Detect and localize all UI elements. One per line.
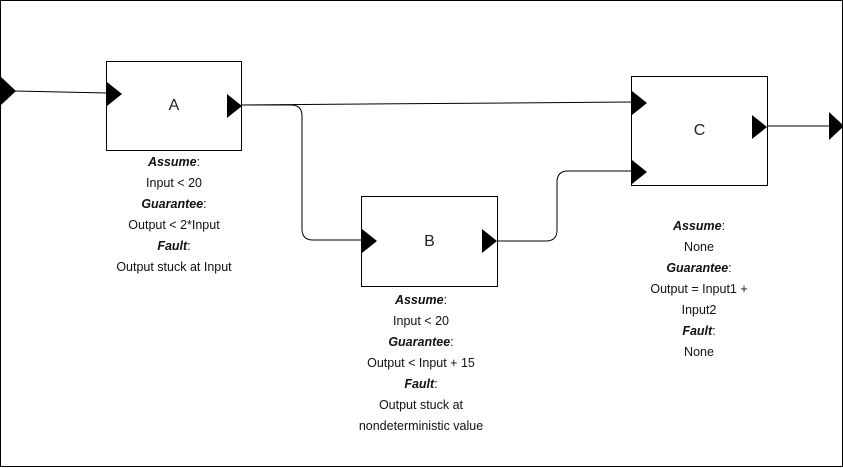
contract-c-guarantee-heading: Guarantee: [614,258,784,279]
colon: : [187,239,191,253]
colon: : [728,261,732,275]
contract-a-fault-heading: Fault: [89,236,259,257]
block-a-input-port [107,82,122,106]
assume-key: Assume [147,155,197,169]
guarantee-key: Guarantee [141,197,204,211]
fault-key: Fault [404,377,435,391]
colon: : [203,197,207,211]
contract-b-guarantee-heading: Guarantee: [336,332,506,353]
assume-key: Assume [394,293,444,307]
block-c-output-port [752,115,767,139]
colon: : [196,155,201,169]
wire-b-to-c [497,170,632,242]
block-c-label: C [693,122,706,139]
contract-b-fault-line1: Output stuck at [378,398,464,412]
contract-b-assume: Input < 20 [393,314,449,328]
contract-a-guarantee: Output < 2*Input [128,218,220,232]
contract-a-guarantee-heading: Guarantee: [89,194,259,215]
colon: : [443,293,448,307]
contract-c-assume: None [684,240,714,254]
contract-b: Assume: Input < 20 Guarantee: Output < I… [336,290,506,437]
block-b-input-port [362,229,377,253]
block-a[interactable]: A [106,61,242,151]
contract-c-guarantee-line2: Input2 [681,303,717,317]
contract-c: Assume: None Guarantee: Output = Input1 … [614,216,784,363]
contract-b-fault-line2: nondeterministic value [358,419,484,433]
contract-a: Assume: Input < 20 Guarantee: Output < 2… [89,152,259,278]
fault-key: Fault [157,239,188,253]
colon: : [721,219,726,233]
wire-a-to-c [240,101,633,106]
colon: : [450,335,454,349]
block-c-input1-port [632,91,647,115]
guarantee-key: Guarantee [666,261,729,275]
contract-a-assume: Input < 20 [146,176,202,190]
block-b-output-port [482,229,497,253]
contract-b-guarantee: Output < Input + 15 [367,356,475,370]
colon: : [434,377,438,391]
contract-b-fault-heading: Fault: [336,374,506,395]
block-b-label: B [424,232,435,250]
guarantee-key: Guarantee [388,335,451,349]
system-output-arrow [829,112,843,140]
contract-c-fault-heading: Fault: [614,321,784,342]
block-b[interactable]: B [361,196,498,287]
contract-c-guarantee-line1: Output = Input1 + [650,282,748,296]
block-c[interactable]: C [631,76,768,186]
assume-key: Assume [672,219,722,233]
contract-a-assume-heading: Assume: [89,152,259,173]
system-input-arrow [1,77,16,105]
fault-key: Fault [682,324,713,338]
contract-c-assume-heading: Assume: [614,216,784,237]
block-a-label: A [168,97,180,114]
contract-c-fault: None [684,345,714,359]
contract-b-assume-heading: Assume: [336,290,506,311]
block-c-input2-port [632,160,647,184]
contract-a-fault: Output stuck at Input [116,260,232,274]
colon: : [712,324,716,338]
block-a-output-port [227,94,242,118]
wire-a-to-b [241,104,362,241]
wire-input-to-a [14,90,108,94]
